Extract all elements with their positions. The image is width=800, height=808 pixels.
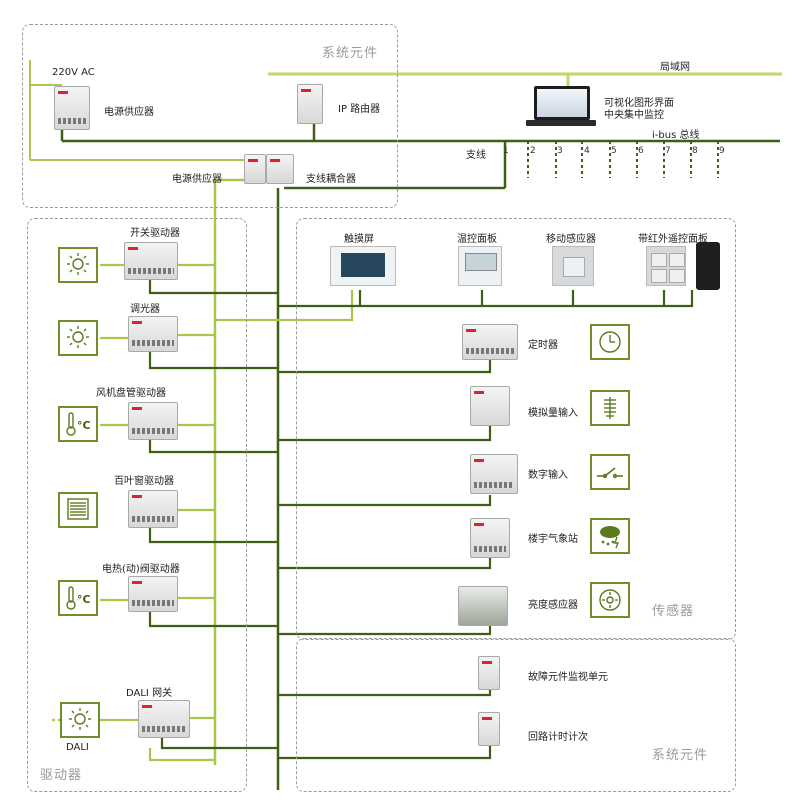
dali-light-icon-box xyxy=(60,702,100,738)
group-title-system-bottom: 系统元件 xyxy=(652,748,709,763)
ac-label: 220V AC xyxy=(52,67,95,78)
loop-timer-device xyxy=(478,712,500,746)
weather-station-label: 楼宇气象站 xyxy=(528,534,578,545)
thermostat-label: 温控面板 xyxy=(457,234,497,245)
port-number: 2 xyxy=(530,146,536,156)
port-number: 4 xyxy=(584,146,590,156)
svg-text:°C: °C xyxy=(77,593,91,606)
port-number: 1 xyxy=(503,146,509,156)
power-supply-device-top xyxy=(54,86,90,130)
ir-panel-device xyxy=(646,246,686,286)
ir-panel-label: 带红外遥控面板 xyxy=(638,234,708,245)
branch-label: 支线 xyxy=(466,150,486,161)
switch-light-icon-box xyxy=(58,247,98,283)
port-number: 8 xyxy=(692,146,698,156)
port-number: 7 xyxy=(665,146,671,156)
visual-gui-label: 可视化图形界面 xyxy=(604,98,674,109)
digital-input-label: 数字输入 xyxy=(528,470,568,481)
svg-text:°C: °C xyxy=(77,419,91,432)
actuator-group xyxy=(27,218,247,792)
ip-router-device xyxy=(297,84,323,124)
brightness-sensor-label: 亮度感应器 xyxy=(528,600,578,611)
ibus-label: i-bus 总线 xyxy=(652,130,700,141)
dimmer-device xyxy=(128,316,178,352)
motion-sensor-label: 移动感应器 xyxy=(546,234,596,245)
timer-device xyxy=(462,324,518,360)
motion-sensor-device xyxy=(552,246,594,286)
lan-label: 局域网 xyxy=(660,62,690,73)
power-supply-label-mid: 电源供应器 xyxy=(172,174,222,185)
touchscreen-device xyxy=(330,246,396,286)
power-supply-device-mid xyxy=(244,154,266,184)
dimmer-light-icon-box xyxy=(58,320,98,356)
timer-label: 定时器 xyxy=(528,340,558,351)
blind-icon xyxy=(67,498,89,520)
digital-icon-box xyxy=(590,454,630,490)
brightness-icon-box xyxy=(590,582,630,618)
line-coupler-device xyxy=(266,154,294,184)
clock-icon xyxy=(599,331,621,353)
light-bulb-icon xyxy=(69,708,91,730)
ip-router-label: IP 路由器 xyxy=(338,104,381,115)
ir-remote-device xyxy=(696,242,720,290)
group-title-actuators: 驱动器 xyxy=(40,768,83,783)
light-bulb-icon xyxy=(67,253,89,275)
dali-gateway-device xyxy=(138,700,190,738)
light-bulb-icon xyxy=(67,326,89,348)
thermostat-device xyxy=(458,246,502,286)
analog-input-device xyxy=(470,386,510,426)
thermometer-icon: °C xyxy=(66,412,91,436)
dali-gateway-label: DALI 网关 xyxy=(126,688,173,699)
valve-actuator-label: 电热(动)阀驱动器 xyxy=(102,564,180,575)
valve-actuator-device xyxy=(128,576,178,612)
port-number: 3 xyxy=(557,146,563,156)
port-number: 9 xyxy=(719,146,725,156)
weather-icon-box xyxy=(590,518,630,554)
group-title-sensors: 传感器 xyxy=(652,604,695,619)
dali-label: DALI xyxy=(66,742,89,753)
central-monitor-label: 中央集中监控 xyxy=(604,110,664,121)
switch-actuator-device xyxy=(124,242,178,280)
loop-timer-label: 回路计时计次 xyxy=(528,732,588,743)
touchscreen-label: 触摸屏 xyxy=(344,234,374,245)
port-number: 5 xyxy=(611,146,617,156)
sensor-group xyxy=(296,218,736,640)
line-coupler-label: 支线耦合器 xyxy=(306,174,356,185)
analog-icon-box xyxy=(590,390,630,426)
blind-icon-box xyxy=(58,492,98,528)
port-number: 6 xyxy=(638,146,644,156)
thermometer-scale-icon xyxy=(604,397,616,419)
switch-icon xyxy=(597,467,623,479)
switch-actuator-label: 开关驱动器 xyxy=(130,228,180,239)
fancoil-thermo-icon-box: °C xyxy=(58,406,98,442)
group-title-system-top: 系统元件 xyxy=(322,46,379,61)
timer-icon-box xyxy=(590,324,630,360)
valve-thermo-icon-box: °C xyxy=(58,580,98,616)
fancoil-actuator-label: 风机盘管驱动器 xyxy=(96,388,166,399)
weather-cloud-icon xyxy=(600,526,620,549)
system-group-bottom xyxy=(296,638,736,792)
fault-monitor-device xyxy=(478,656,500,690)
brightness-sensor-device xyxy=(458,586,508,626)
thermometer-icon: °C xyxy=(66,586,91,610)
power-supply-label-top: 电源供应器 xyxy=(104,107,154,118)
laptop-device xyxy=(526,86,596,130)
system-group-top xyxy=(22,24,398,208)
dimmer-label: 调光器 xyxy=(130,304,160,315)
blind-actuator-label: 百叶窗驱动器 xyxy=(114,476,174,487)
blind-actuator-device xyxy=(128,490,178,528)
analog-input-label: 模拟量输入 xyxy=(528,408,578,419)
brightness-sun-icon xyxy=(599,589,621,611)
fault-monitor-label: 故障元件监视单元 xyxy=(528,672,608,683)
weather-station-device xyxy=(470,518,510,558)
fancoil-actuator-device xyxy=(128,402,178,440)
digital-input-device xyxy=(470,454,518,494)
